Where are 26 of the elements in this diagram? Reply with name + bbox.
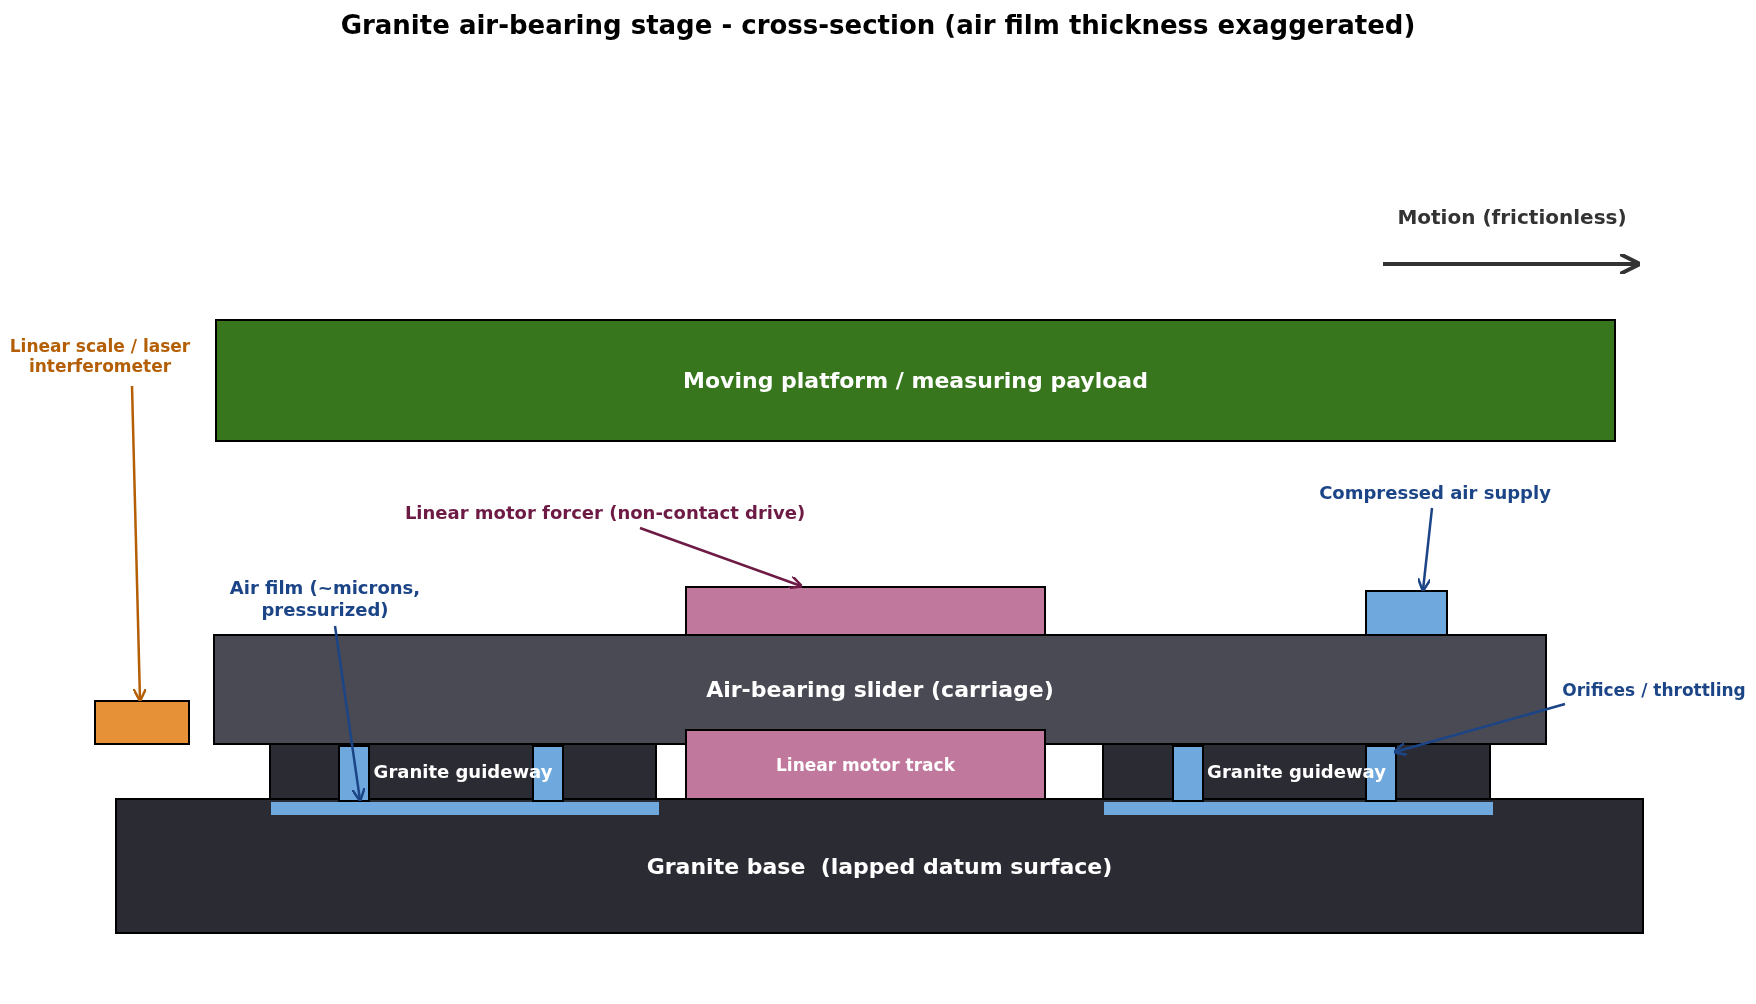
callout-text: Linear motor forcer (non-contact drive) <box>370 500 840 526</box>
guideway-block <box>1102 743 1491 800</box>
air-film-strip <box>1104 802 1493 815</box>
motor-forcer-block <box>685 586 1046 636</box>
air-supply-block <box>1365 590 1448 636</box>
part-label: Air-bearing slider (carriage) <box>706 677 1054 702</box>
base-block <box>115 798 1644 934</box>
motor-track-block <box>685 729 1046 800</box>
slider-block <box>213 634 1547 745</box>
orifice-block <box>1172 745 1204 802</box>
part-label: Moving platform / measuring payload <box>683 368 1148 393</box>
scale-block <box>94 700 190 745</box>
air-film-strip <box>271 802 659 815</box>
motion-label: Motion (frictionless) <box>1396 205 1628 229</box>
guideway-block <box>269 743 657 800</box>
callout-text: Air film (~microns, pressurized) <box>180 574 470 624</box>
leader-arrow <box>639 526 804 590</box>
diagram-title: Granite air-bearing stage - cross-section (air film thickness exaggerated) <box>339 10 1417 40</box>
callout-text: Compressed air supply <box>1300 480 1570 506</box>
callout-text: Orifices / throttling <box>1552 676 1756 704</box>
part-label: Granite base (lapped datum surface) <box>646 853 1113 879</box>
leader-arrow <box>130 385 148 703</box>
leader-arrow <box>1416 507 1434 593</box>
callout-text: Linear scale / laser interferometer <box>0 330 200 382</box>
platform-block <box>215 319 1616 442</box>
part-label: Linear motor track <box>776 754 955 775</box>
